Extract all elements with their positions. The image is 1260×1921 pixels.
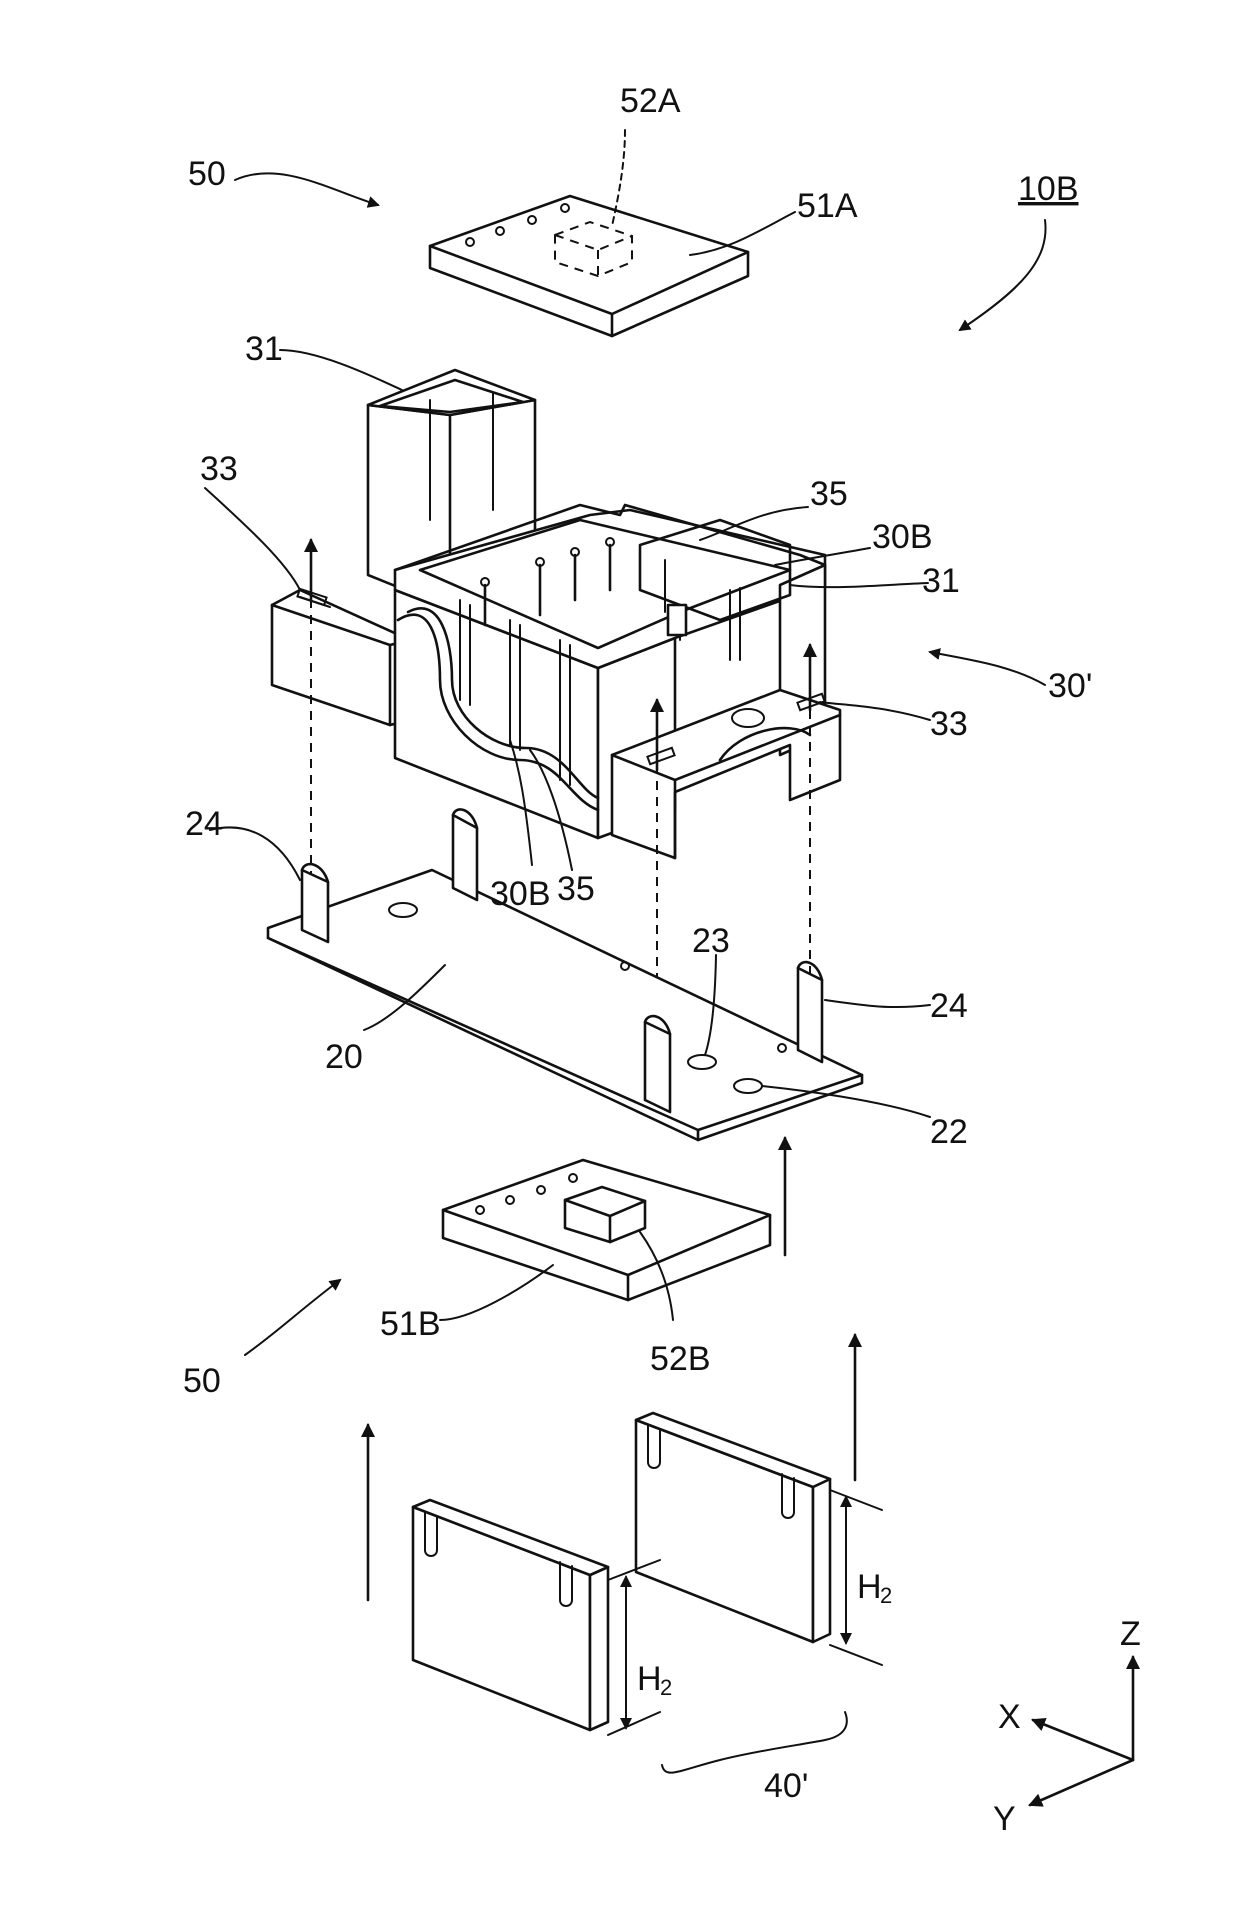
circuit-board-51a <box>430 196 748 336</box>
label-50-top: 50 <box>188 155 226 193</box>
brace-40 <box>662 1712 847 1773</box>
label-22: 22 <box>930 1113 968 1151</box>
label-24-right: 24 <box>930 987 968 1025</box>
label-35-bottom: 35 <box>557 870 595 908</box>
label-52a: 52A <box>620 82 681 120</box>
svg-text:H: H <box>857 1568 882 1606</box>
label-31-left: 31 <box>245 330 283 368</box>
label-40: 40' <box>764 1767 808 1805</box>
left-flange <box>272 589 410 725</box>
label-23: 23 <box>692 922 730 960</box>
label-52b: 52B <box>650 1340 711 1378</box>
circuit-board-51b <box>443 1160 770 1300</box>
label-30-housing: 30' <box>1048 667 1092 705</box>
axis-label-x: X <box>998 1698 1021 1736</box>
terminal-24-right-b <box>798 962 822 1062</box>
terminal-24-mid <box>453 809 477 900</box>
plate-40-left <box>413 1500 608 1730</box>
axes-indicator <box>1030 1657 1133 1805</box>
label-24-left: 24 <box>185 805 223 843</box>
label-30b-top: 30B <box>872 518 933 556</box>
label-31-right: 31 <box>922 562 960 600</box>
label-50-bottom: 50 <box>183 1362 221 1400</box>
label-h2-left: H 2 <box>637 1660 672 1700</box>
housing-main-box <box>395 505 825 838</box>
label-51b: 51B <box>380 1305 441 1343</box>
label-33-left: 33 <box>200 450 238 488</box>
label-20: 20 <box>325 1038 363 1076</box>
svg-text:2: 2 <box>880 1583 892 1608</box>
svg-text:2: 2 <box>660 1675 672 1700</box>
plate-40-right <box>636 1413 830 1642</box>
terminal-24-left <box>302 864 328 942</box>
base-plate-20 <box>268 809 862 1140</box>
label-10b: 10B <box>1018 170 1079 208</box>
label-30b-bottom: 30B <box>490 875 551 913</box>
svg-text:H: H <box>637 1660 662 1698</box>
label-35-top: 35 <box>810 475 848 513</box>
dimension-h2-left <box>608 1560 660 1735</box>
label-33-right: 33 <box>930 705 968 743</box>
axis-label-y: Y <box>993 1800 1016 1838</box>
label-51a: 51A <box>797 187 858 225</box>
label-h2-right: H 2 <box>857 1568 892 1608</box>
housing-30 <box>272 370 840 858</box>
axis-label-z: Z <box>1120 1615 1141 1653</box>
